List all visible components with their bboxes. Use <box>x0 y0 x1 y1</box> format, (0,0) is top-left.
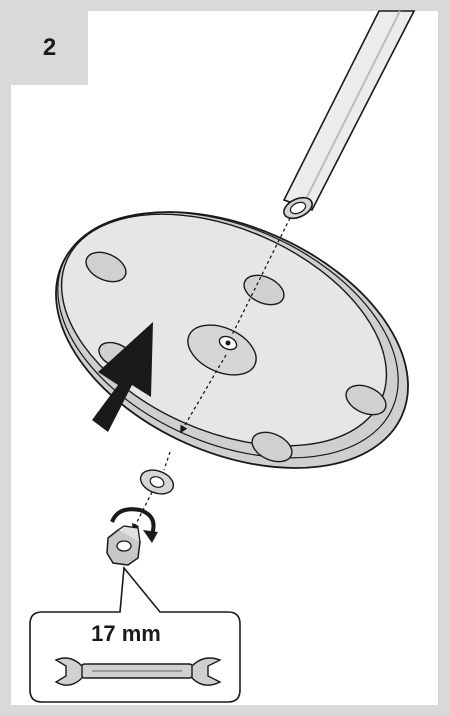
washer-icon <box>137 466 176 498</box>
nut-icon <box>107 526 140 565</box>
guide-line-washer <box>164 452 170 470</box>
wrench-size-label: 17 mm <box>38 616 214 652</box>
pole-icon <box>281 11 414 222</box>
tighten-arrowhead <box>143 530 158 543</box>
base-plate-icon <box>16 161 448 519</box>
